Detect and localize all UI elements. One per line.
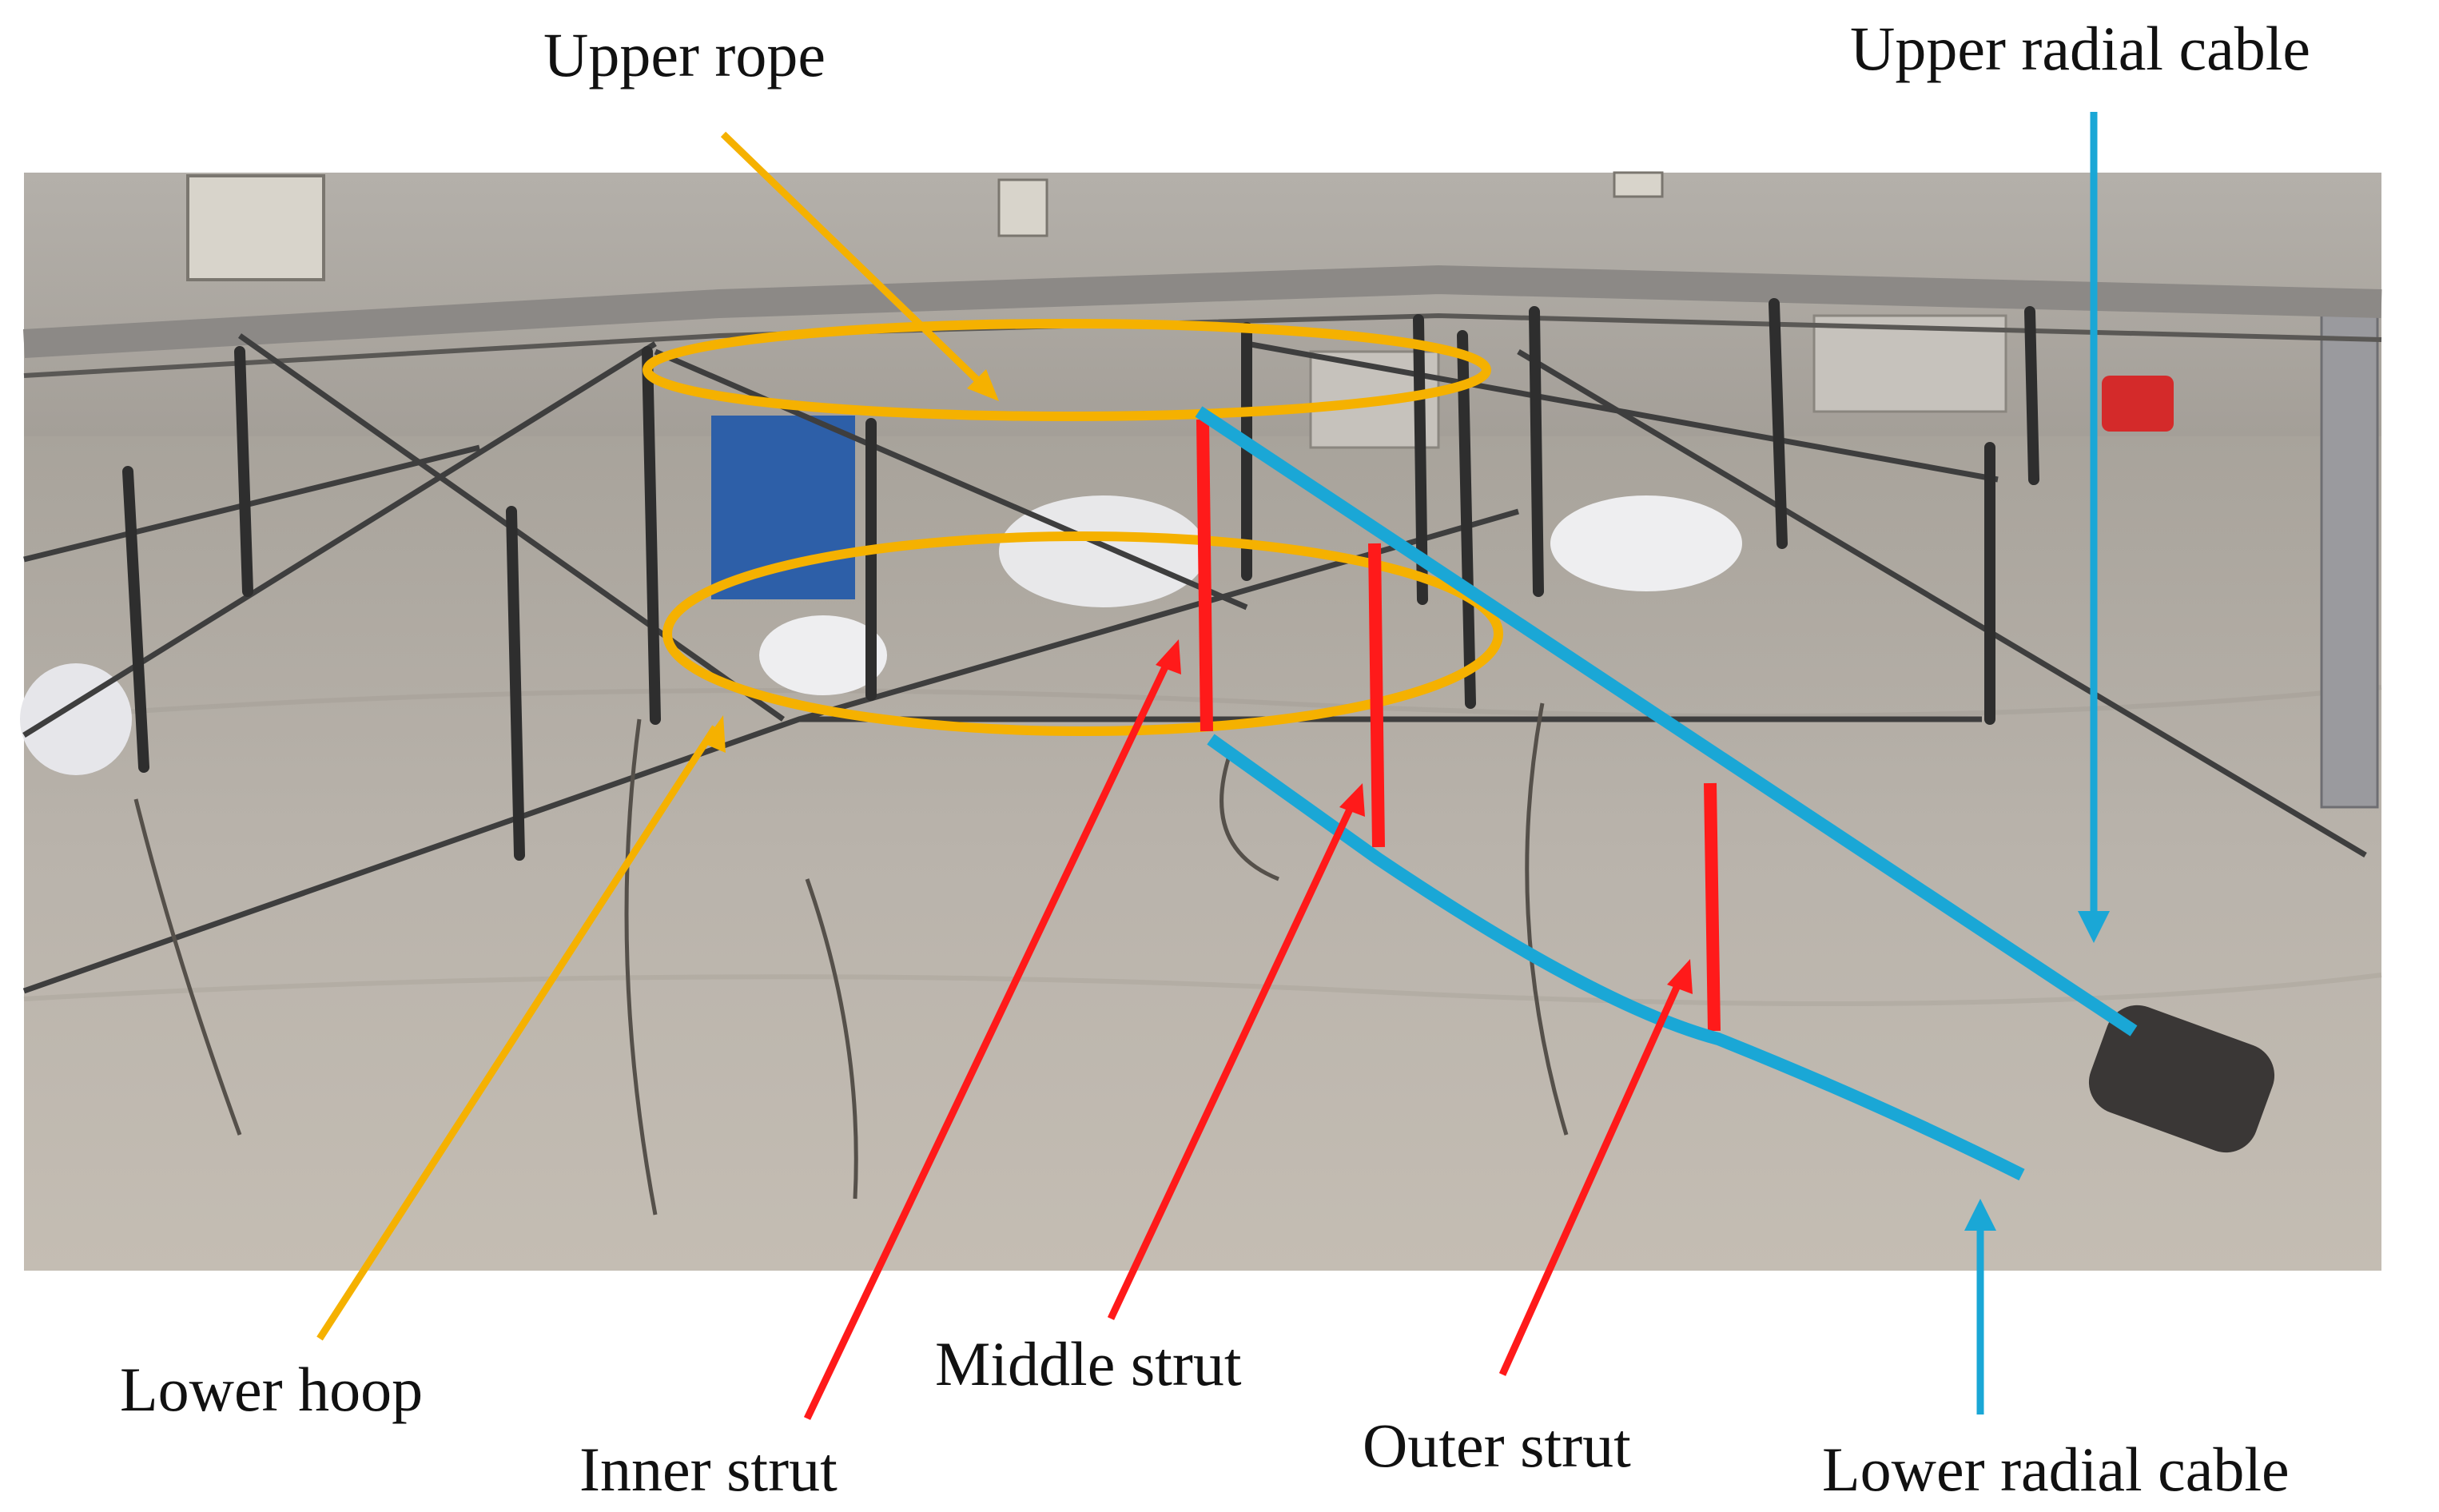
middle-strut-highlight [1368, 543, 1385, 848]
inner-strut-arrowhead [1156, 639, 1181, 674]
inner-strut-leader [803, 654, 1175, 1420]
upper-radial-cable-highlight [1195, 406, 2138, 1037]
lower-hoop-leader [316, 725, 718, 1341]
middle-strut-leader [1107, 798, 1359, 1320]
floor-texture [23, 685, 2382, 722]
upper-truss-beam [22, 265, 2382, 358]
label-outer-strut: Outer strut [1363, 1411, 1631, 1480]
upper-rope-hoop-ellipse [643, 319, 1491, 421]
middle-strut-arrowhead [1339, 783, 1365, 817]
upper-radial-cable-arrowhead [2078, 911, 2110, 943]
label-upper-radial-cable: Upper radial cable [1850, 14, 2311, 83]
blue-machine [711, 416, 855, 599]
outer-strut-arrowhead [1667, 959, 1693, 994]
upper-rope-leader [720, 131, 993, 395]
annotation-overlays [643, 319, 2138, 1181]
label-lower-hoop: Lower hoop [120, 1355, 424, 1424]
background-struts [122, 298, 2039, 861]
wall-switch-box [997, 178, 1048, 237]
label-inner-strut: Inner strut [579, 1434, 838, 1504]
outer-strut-highlight [1704, 782, 1721, 1032]
sandbag-4 [20, 663, 132, 775]
floor-wires [133, 702, 1569, 1216]
steel-column [2320, 294, 2379, 809]
label-middle-strut: Middle strut [935, 1329, 1242, 1399]
lower-hoop-ellipse [662, 531, 1503, 736]
wall-panel-box [186, 174, 325, 281]
inner-strut-highlight [1196, 419, 1213, 732]
lower-radial-cable-highlight [1207, 734, 2025, 1181]
sandbag-2 [1550, 495, 1742, 591]
label-upper-rope: Upper rope [543, 20, 826, 90]
jack-device [2088, 1005, 2275, 1153]
wall-switch-box-2 [1613, 171, 1664, 198]
sandbag-3 [759, 615, 887, 695]
background-cables [22, 333, 2367, 994]
lower-hoop-arrowhead [703, 715, 726, 753]
lower-radial-cable-arrowhead [1964, 1199, 1996, 1231]
red-container [2102, 376, 2174, 432]
outer-strut-leader [1498, 973, 1686, 1376]
leader-arrows [316, 112, 2110, 1420]
upper-rope-arrowhead [967, 369, 999, 401]
label-lower-radial-cable: Lower radial cable [1822, 1434, 2290, 1504]
